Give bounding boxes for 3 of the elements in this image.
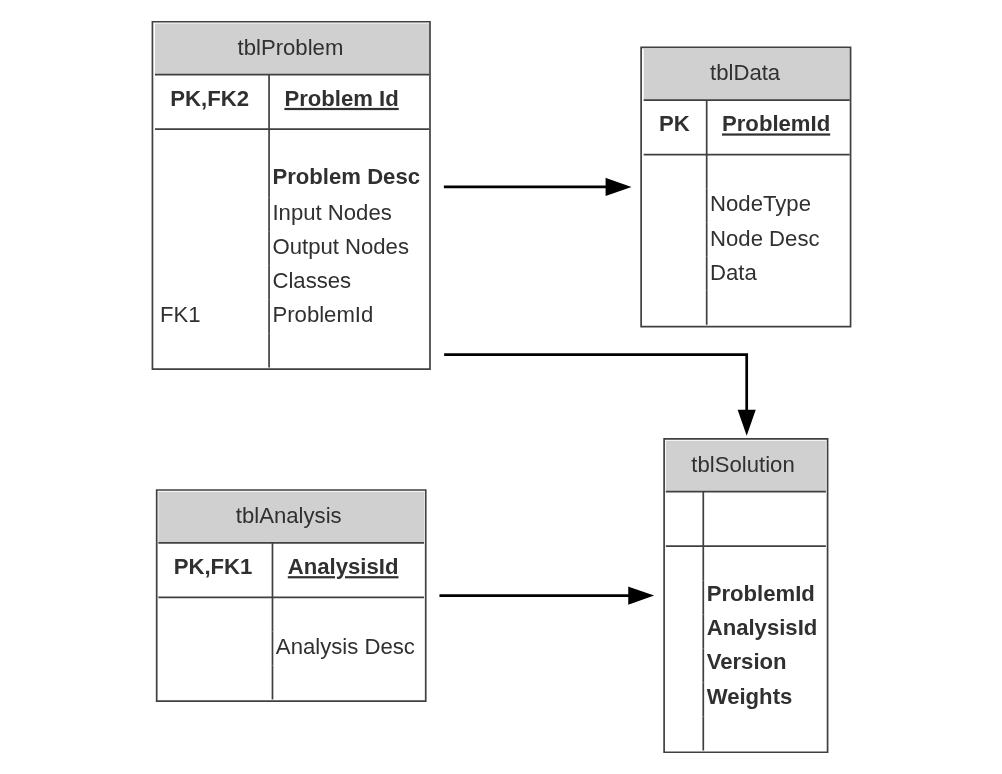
arrow <box>443 353 756 436</box>
arrow <box>443 177 631 196</box>
arrow <box>438 586 654 605</box>
